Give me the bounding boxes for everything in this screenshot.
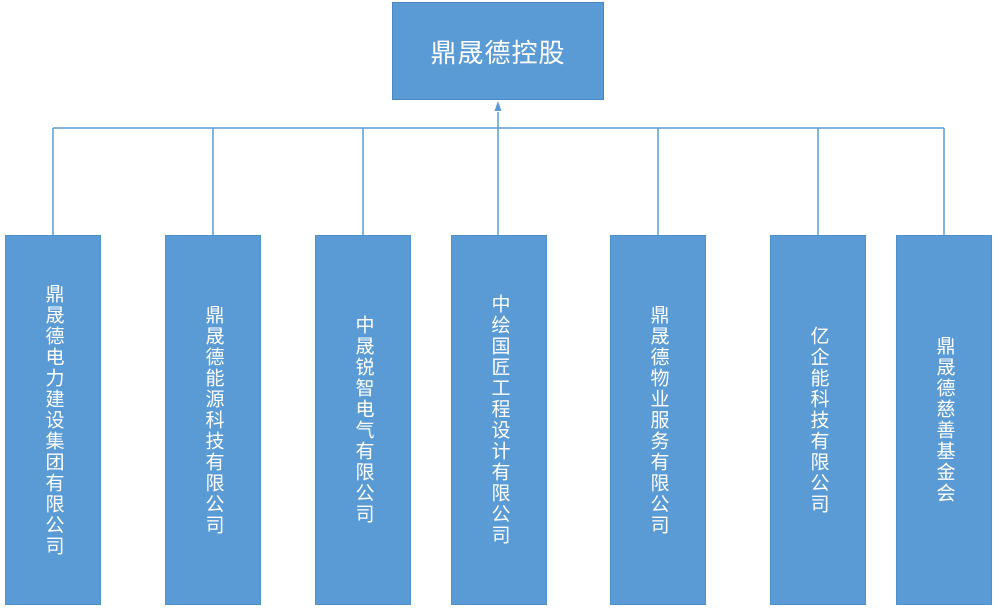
child-node-label: 亿企能科技有限公司 [807,325,830,515]
child-node-label: 中绘国匠工程设计有限公司 [488,294,511,546]
child-node-electric: 中晟锐智电气有限公司 [315,235,411,605]
arrow-head-icon [494,101,502,111]
child-node-engineering-design: 中绘国匠工程设计有限公司 [451,235,547,605]
child-node-label: 鼎晟德慈善基金会 [933,336,956,504]
child-node-tech: 亿企能科技有限公司 [770,235,866,605]
child-node-label: 鼎晟德电力建设集团有限公司 [42,283,65,557]
child-node-property-services: 鼎晟德物业服务有限公司 [610,235,706,605]
child-node-power-construction: 鼎晟德电力建设集团有限公司 [5,235,101,605]
child-node-foundation: 鼎晟德慈善基金会 [896,235,992,605]
root-node: 鼎晟德控股 [392,2,604,100]
child-node-energy-tech: 鼎晟德能源科技有限公司 [165,235,261,605]
child-node-label: 鼎晟德能源科技有限公司 [202,304,225,536]
root-node-label: 鼎晟德控股 [430,38,566,69]
child-node-label: 鼎晟德物业服务有限公司 [647,304,670,536]
child-node-label: 中晟锐智电气有限公司 [352,315,375,525]
